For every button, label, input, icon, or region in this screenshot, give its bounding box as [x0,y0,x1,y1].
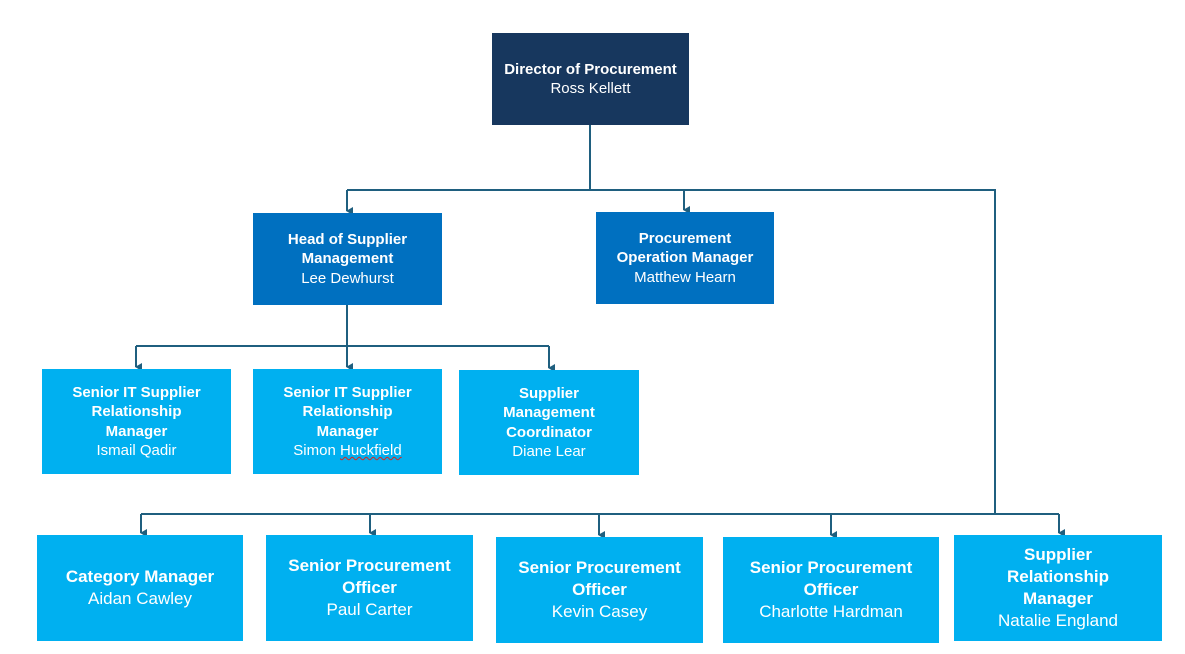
node-title: Supplier Relationship Manager [1006,544,1109,608]
node-person-name: Charlotte Hardman [759,602,903,622]
node-title: Procurement Operation Manager [616,229,754,267]
node-person-name: Matthew Hearn [634,268,736,286]
node-title: Category Manager [65,566,215,586]
node-person-name: Diane Lear [512,443,586,460]
node-title: Senior Procurement Officer [749,557,913,599]
node-procurement-operation-manager[interactable]: Procurement Operation Manager Matthew He… [596,212,774,304]
node-category-manager[interactable]: Category Manager Aidan Cawley [37,535,243,641]
node-person-name: Kevin Casey [551,602,648,622]
node-title: Senior Procurement Officer [518,557,681,599]
name-first: Simon [293,442,340,459]
node-person-name: Paul Carter [326,600,413,620]
node-title: Senior Procurement Officer [288,555,451,597]
node-person-name: Ismail Qadir [96,442,177,459]
node-person-name: Ross Kellett [550,80,631,97]
node-senior-procurement-officer-3[interactable]: Senior Procurement Officer Charlotte Har… [723,537,939,643]
node-supplier-relationship-manager[interactable]: Supplier Relationship Manager Natalie En… [954,535,1162,641]
node-person-name: Lee Dewhurst [301,269,394,287]
connector-level1-bus [347,189,996,514]
node-head-of-supplier-management[interactable]: Head of Supplier Management Lee Dewhurst [253,213,442,305]
node-title: Head of Supplier Management [287,230,408,268]
node-title: Director of Procurement [504,60,677,78]
node-senior-procurement-officer-2[interactable]: Senior Procurement Officer Kevin Casey [496,537,703,643]
node-senior-it-supplier-relationship-manager-1[interactable]: Senior IT Supplier Relationship Manager … [42,369,231,474]
node-supplier-management-coordinator[interactable]: Supplier Management Coordinator Diane Le… [459,370,639,475]
node-title: Senior IT Supplier Relationship Manager [283,383,412,440]
node-director-of-procurement[interactable]: Director of Procurement Ross Kellett [492,33,689,125]
node-senior-it-supplier-relationship-manager-2[interactable]: Senior IT Supplier Relationship Manager … [253,369,442,474]
node-senior-procurement-officer-1[interactable]: Senior Procurement Officer Paul Carter [266,535,473,641]
node-person-name: Simon Huckfield [293,441,401,461]
node-person-name: Natalie England [997,611,1119,631]
node-title: Senior IT Supplier Relationship Manager [72,383,201,440]
node-person-name: Aidan Cawley [88,589,192,608]
name-last-spellcheck: Huckfield [339,442,402,459]
node-title: Supplier Management Coordinator [503,384,595,441]
